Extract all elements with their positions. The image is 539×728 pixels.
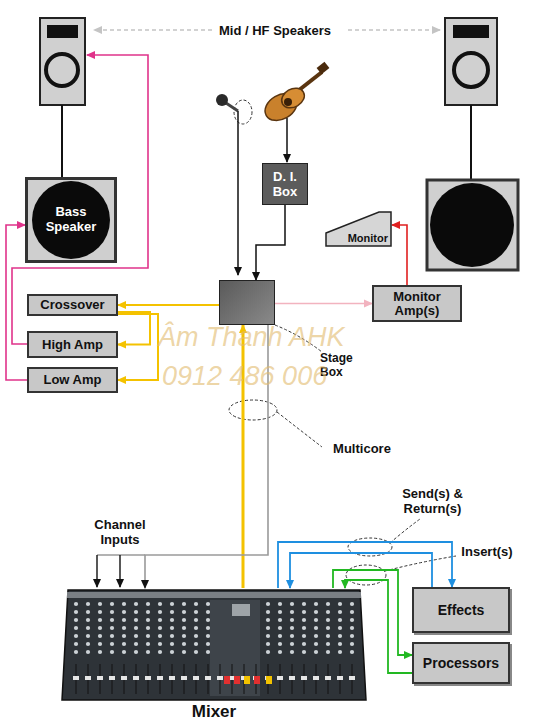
mic-handle (226, 103, 238, 111)
bus-label: Insert(s) (452, 544, 522, 559)
signal-connector (256, 205, 285, 280)
driver-symbol (454, 53, 488, 87)
signal-connector (118, 304, 219, 306)
speaker-cable (61, 105, 63, 177)
stage-box: Stage Box (219, 280, 275, 325)
solo-button (244, 676, 250, 684)
cable-label: Multicore (322, 441, 402, 456)
node-label: D. I. Box (263, 169, 307, 199)
instrument-cable (286, 118, 288, 162)
guitar-head (317, 62, 330, 74)
group-label: Mid / HF Speakers (200, 23, 350, 38)
leader-line (390, 519, 420, 543)
bus-label: Send(s) & Return(s) (385, 486, 480, 516)
node-label: Crossover (38, 298, 106, 312)
signal-connector (392, 225, 407, 285)
node-label: Low Amp (41, 373, 103, 387)
signal-connector (278, 542, 452, 588)
signal-connector (118, 314, 158, 380)
leader-line (385, 556, 456, 571)
speaker-cabinet (445, 18, 497, 105)
mixer-bezel (67, 592, 361, 598)
node-label: Processors (421, 656, 501, 670)
speaker-wire (12, 55, 148, 344)
amp-box: High Amp (27, 331, 118, 358)
processor-box: Processors (412, 642, 510, 684)
input-arrow (119, 555, 120, 587)
mute-button (254, 676, 260, 684)
mic-head (216, 94, 228, 106)
mic-cable (237, 111, 239, 275)
wedge-shape (326, 212, 391, 246)
mixer-body (62, 590, 366, 700)
meter-bridge (232, 604, 250, 616)
node-label: Monitor (348, 232, 388, 244)
speaker-cable (470, 105, 472, 180)
di-box: D. I. Box (262, 163, 308, 205)
pointer-arrow (348, 29, 440, 31)
input-bus (97, 554, 145, 556)
leader-line (277, 412, 322, 447)
signal-connector (275, 303, 372, 305)
signal-connector (345, 580, 412, 673)
watermark: 0912 486 006 (162, 361, 327, 392)
signal-connector (118, 312, 150, 345)
node-label: Mixer (62, 702, 366, 722)
fader-rows (70, 662, 358, 696)
signal-connector (6, 225, 27, 380)
bundle-ellipse (346, 565, 386, 585)
horn-symbol (453, 25, 489, 38)
guitar-body (278, 84, 308, 112)
mute-button (234, 676, 240, 684)
effects-box: Effects (412, 587, 510, 633)
node-label: Bass Speaker (36, 204, 106, 234)
node-label: High Amp (40, 338, 105, 352)
crossover-box: Crossover (27, 294, 118, 316)
sub-cabinet (427, 180, 518, 270)
node-label: Effects (436, 603, 487, 617)
driver-symbol (46, 54, 78, 86)
horn-symbol (47, 25, 78, 38)
sub-driver (430, 183, 514, 267)
watermark: Âm Thanh AHK (158, 322, 345, 353)
input-label: Channel Inputs (82, 517, 158, 547)
sound-hole (284, 98, 292, 106)
mute-button (224, 676, 230, 684)
solo-button (266, 676, 272, 684)
bundle-ellipse (229, 400, 277, 420)
node-label: Monitor Amp(s) (374, 290, 460, 318)
dashed-loop (234, 100, 252, 124)
monitor-wedge: Monitor (325, 211, 392, 247)
input-arrow (96, 555, 97, 587)
amp-box: Monitor Amp(s) (372, 285, 462, 322)
mixer-console: Mixer (62, 588, 366, 724)
pointer-arrow (94, 29, 212, 31)
amp-box: Low Amp (27, 367, 118, 393)
bass-speaker: Bass Speaker (25, 177, 117, 263)
speaker-cabinet (40, 18, 85, 105)
